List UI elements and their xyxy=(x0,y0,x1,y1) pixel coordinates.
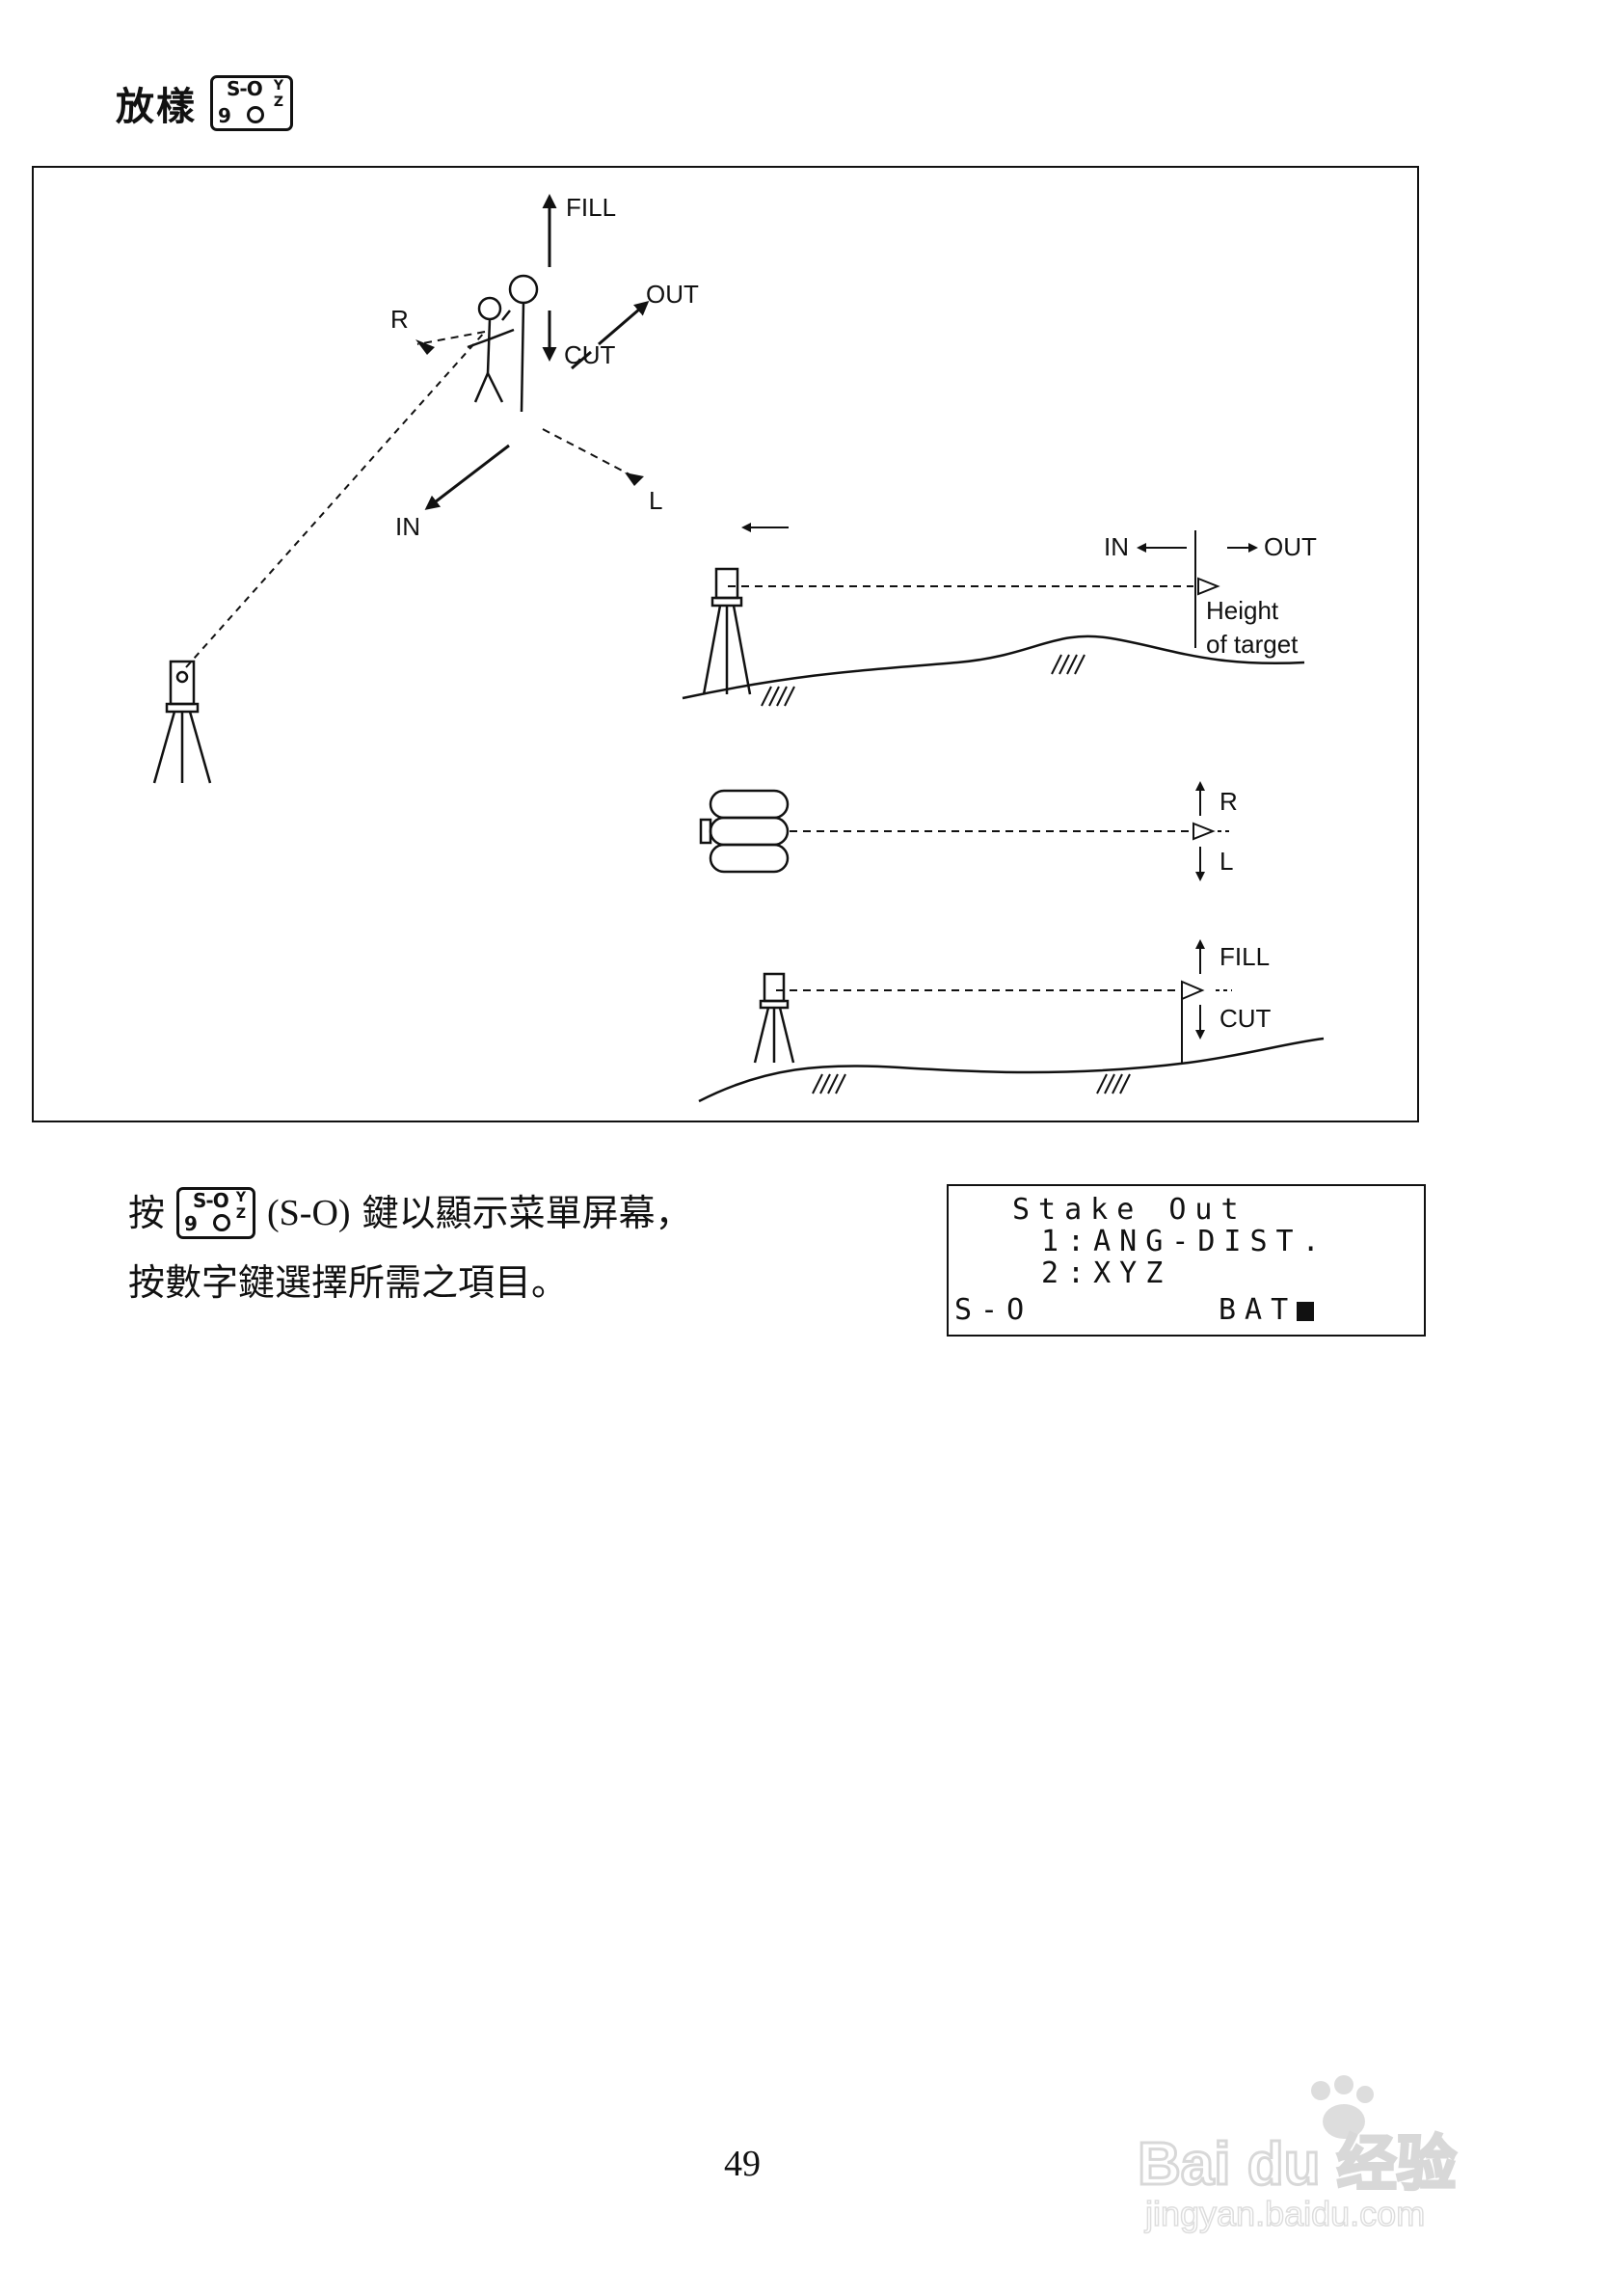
label-out-small: OUT xyxy=(1264,532,1317,561)
out-arrow xyxy=(598,301,650,346)
battery-indicator: BAT xyxy=(1219,1294,1315,1327)
ground-line-2 xyxy=(698,1037,1325,1103)
lcd-title: Stake Out xyxy=(1012,1193,1247,1227)
page-title: 放樣 xyxy=(116,84,197,129)
prism-icon xyxy=(1197,577,1220,596)
instruction-text: 按 S-O Y Z 9 (S-O) 鍵以顯示菜單屏幕， 按數字鍵選擇所需之項目。 xyxy=(128,1178,692,1317)
instruction-line-1: 按 S-O Y Z 9 (S-O) 鍵以顯示菜單屏幕， xyxy=(128,1178,692,1248)
surveyors-with-prism xyxy=(467,274,539,413)
label-in: IN xyxy=(395,512,420,541)
label-r: R xyxy=(390,305,409,334)
in-arrow xyxy=(424,444,510,510)
label-cut-small: CUT xyxy=(1219,1004,1272,1033)
instrument-top-view-icon xyxy=(699,789,790,874)
total-station-side-icon xyxy=(702,567,752,695)
stakeout-key-inline-icon: S-O Y Z 9 xyxy=(176,1187,256,1239)
lcd-menu-item-2: 2:XYZ xyxy=(1041,1256,1172,1290)
battery-icon xyxy=(1297,1302,1315,1321)
l-arrowhead xyxy=(625,473,644,486)
paw-icon xyxy=(1311,2075,1374,2139)
label-fill-small: FILL xyxy=(1219,942,1270,971)
figure-frame xyxy=(32,166,1419,1122)
prism-top-icon xyxy=(1193,822,1216,841)
baidu-watermark-logo: Bai du 经验 jingyan.baidu.com xyxy=(1137,2073,1533,2237)
stakeout-key-icon: S-O Y Z 9 xyxy=(210,75,293,131)
total-station-icon xyxy=(152,660,212,784)
stakeout-diagram: FILL OUT CUT R L IN xyxy=(32,166,1420,1130)
ground-line xyxy=(682,635,1305,700)
label-of-target: of target xyxy=(1206,630,1299,659)
total-station-fill-icon xyxy=(753,972,795,1064)
label-fill: FILL xyxy=(566,193,616,222)
label-height: Height xyxy=(1206,596,1279,625)
label-out: OUT xyxy=(646,280,699,309)
section-heading: 放樣 S-O Y Z 9 xyxy=(116,75,293,131)
page-number: 49 xyxy=(724,2144,761,2184)
lcd-menu-item-1: 1:ANG-DIST. xyxy=(1041,1225,1328,1258)
label-r-small: R xyxy=(1219,787,1238,816)
instruction-line-2: 按數字鍵選擇所需之項目。 xyxy=(128,1261,569,1304)
watermark-brand: Bai du 经验 xyxy=(1138,2131,1457,2198)
label-cut: CUT xyxy=(564,340,616,369)
label-in-small: IN xyxy=(1104,532,1129,561)
lcd-screen: Stake Out 1:ANG-DIST. 2:XYZ S-O BAT xyxy=(947,1184,1426,1337)
label-l-small: L xyxy=(1219,847,1233,876)
prism-fill-icon xyxy=(1181,980,1205,1001)
lcd-mode: S-O xyxy=(954,1293,1033,1327)
label-l: L xyxy=(649,486,662,515)
watermark-url: jingyan.baidu.com xyxy=(1144,2194,1425,2233)
r-arrowhead xyxy=(415,339,435,355)
